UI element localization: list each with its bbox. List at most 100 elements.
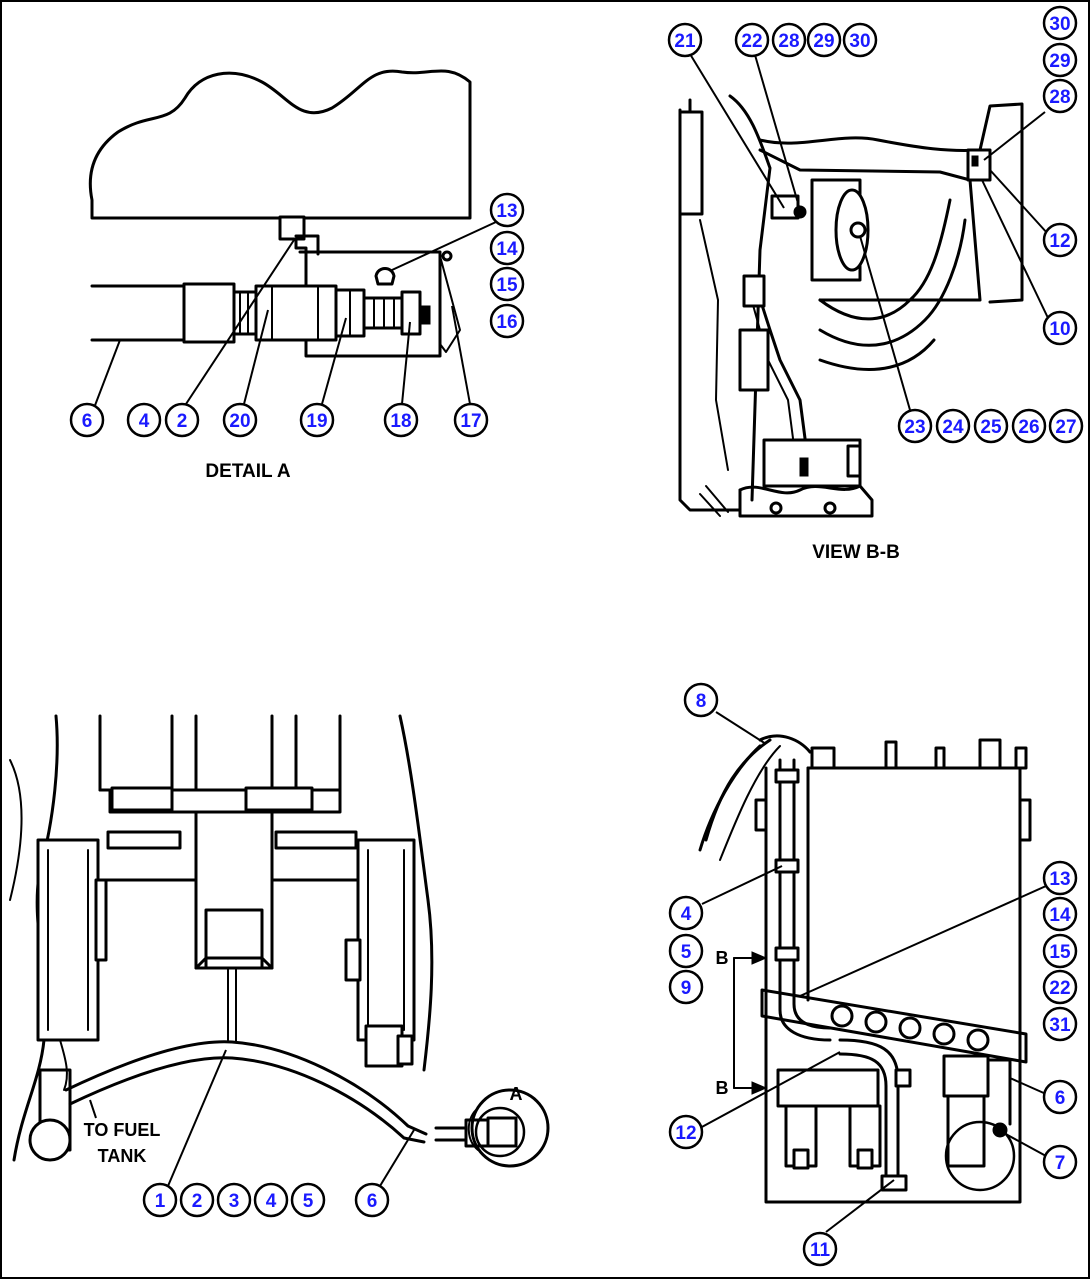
callout-6: 6	[69, 402, 105, 438]
callout-5-bl: 5	[290, 1182, 326, 1218]
callout-label: 10	[1049, 319, 1070, 340]
callout-26: 26	[1011, 408, 1047, 444]
callout-label: 14	[496, 239, 518, 260]
callout-17: 17	[453, 402, 489, 438]
callout-label: 4	[266, 1191, 277, 1212]
detail-a-caption: DETAIL A	[205, 461, 290, 482]
callout-1: 1	[142, 1182, 178, 1218]
callout-18: 18	[383, 402, 419, 438]
callout-27: 27	[1048, 408, 1084, 444]
callout-11: 11	[802, 1231, 838, 1267]
callout-label: 25	[980, 417, 1002, 438]
callout-label: 27	[1055, 417, 1076, 438]
view-bb-drawing	[678, 94, 1024, 518]
callout-15: 15	[489, 266, 525, 302]
detail-a-drawing	[88, 69, 472, 358]
callout-label: 2	[192, 1191, 203, 1212]
callout-31: 31	[1042, 1006, 1078, 1042]
callout-label: 8	[696, 691, 707, 712]
callout-label: 12	[675, 1123, 696, 1144]
callout-label: 15	[496, 275, 518, 296]
callout-label: 19	[306, 411, 327, 432]
callout-28: 28	[771, 22, 807, 58]
callout-3: 3	[216, 1182, 252, 1218]
callout-4: 4	[126, 402, 162, 438]
to-fuel-tank-line1: TO FUEL	[84, 1120, 161, 1140]
callout-7: 7	[1042, 1144, 1078, 1180]
callout-30-right: 30	[1042, 5, 1078, 41]
callout-22: 22	[734, 22, 770, 58]
callout-label: 29	[1049, 51, 1070, 72]
callout-label: 13	[1049, 869, 1070, 890]
callout-label: 15	[1049, 942, 1071, 963]
callout-29: 29	[806, 22, 842, 58]
callout-label: 24	[942, 417, 964, 438]
callout-label: 26	[1018, 417, 1039, 438]
callout-label: 28	[778, 31, 799, 52]
callout-label: 9	[681, 978, 692, 999]
callout-label: 21	[674, 31, 696, 52]
callout-8: 8	[683, 682, 719, 718]
callout-label: 6	[82, 411, 93, 432]
machine-rear-leaders	[89, 1049, 415, 1187]
callout-15-br: 15	[1042, 933, 1078, 969]
callout-16: 16	[489, 303, 525, 339]
callout-label: 30	[849, 31, 870, 52]
callout-19: 19	[299, 402, 335, 438]
callout-label: 31	[1049, 1015, 1071, 1036]
callout-label: 11	[810, 1240, 831, 1261]
callout-label: 16	[496, 312, 517, 333]
callout-label: 20	[229, 411, 250, 432]
callout-label: 4	[139, 411, 150, 432]
callout-20: 20	[222, 402, 258, 438]
view-bb-leaders	[689, 53, 1049, 411]
callout-label: 1	[155, 1191, 166, 1212]
callout-label: 6	[1055, 1088, 1066, 1109]
callout-12-bb: 12	[1042, 222, 1078, 258]
callout-9: 9	[668, 969, 704, 1005]
callout-13-br: 13	[1042, 860, 1078, 896]
detail-a-reference-circle	[470, 1088, 550, 1168]
detail-a-leaders	[93, 221, 497, 409]
callout-label: 29	[813, 31, 834, 52]
callout-4-bl: 4	[253, 1182, 289, 1218]
callout-6-br: 6	[1042, 1079, 1078, 1115]
view-bb-caption: VIEW B-B	[812, 542, 900, 563]
callout-label: 30	[1049, 14, 1070, 35]
callout-23: 23	[897, 408, 933, 444]
callout-label: 5	[303, 1191, 314, 1212]
callout-label: 22	[1049, 978, 1070, 999]
callout-6-bl: 6	[354, 1182, 390, 1218]
callout-label: 14	[1049, 905, 1071, 926]
callout-label: 12	[1049, 231, 1070, 252]
callout-28-right: 28	[1042, 78, 1078, 114]
callout-14-br: 14	[1042, 896, 1078, 932]
callout-4-br: 4	[668, 895, 704, 931]
callout-label: 23	[904, 417, 925, 438]
callout-30: 30	[842, 22, 878, 58]
section-b-top-label: B	[716, 948, 729, 968]
callout-label: 22	[741, 31, 762, 52]
callout-22-br: 22	[1042, 969, 1078, 1005]
section-b-bottom-label: B	[716, 1078, 729, 1098]
tank-side-leaders	[699, 711, 1047, 1233]
callout-24: 24	[935, 408, 971, 444]
callout-label: 4	[681, 904, 692, 925]
callout-12-br: 12	[668, 1114, 704, 1150]
callout-label: 13	[496, 201, 517, 222]
callout-label: 6	[367, 1191, 378, 1212]
callout-5-br: 5	[668, 933, 704, 969]
machine-rear-drawing	[9, 714, 526, 1162]
callout-2-bl: 2	[179, 1182, 215, 1218]
callout-25: 25	[973, 408, 1009, 444]
tank-side-drawing	[698, 734, 1032, 1204]
callout-label: 7	[1055, 1153, 1066, 1174]
callout-label: 5	[681, 942, 692, 963]
callout-label: 17	[460, 411, 481, 432]
callout-29-right: 29	[1042, 42, 1078, 78]
callout-2: 2	[164, 402, 200, 438]
callout-label: 18	[390, 411, 411, 432]
callout-label: 28	[1049, 87, 1070, 108]
callout-14: 14	[489, 230, 525, 266]
